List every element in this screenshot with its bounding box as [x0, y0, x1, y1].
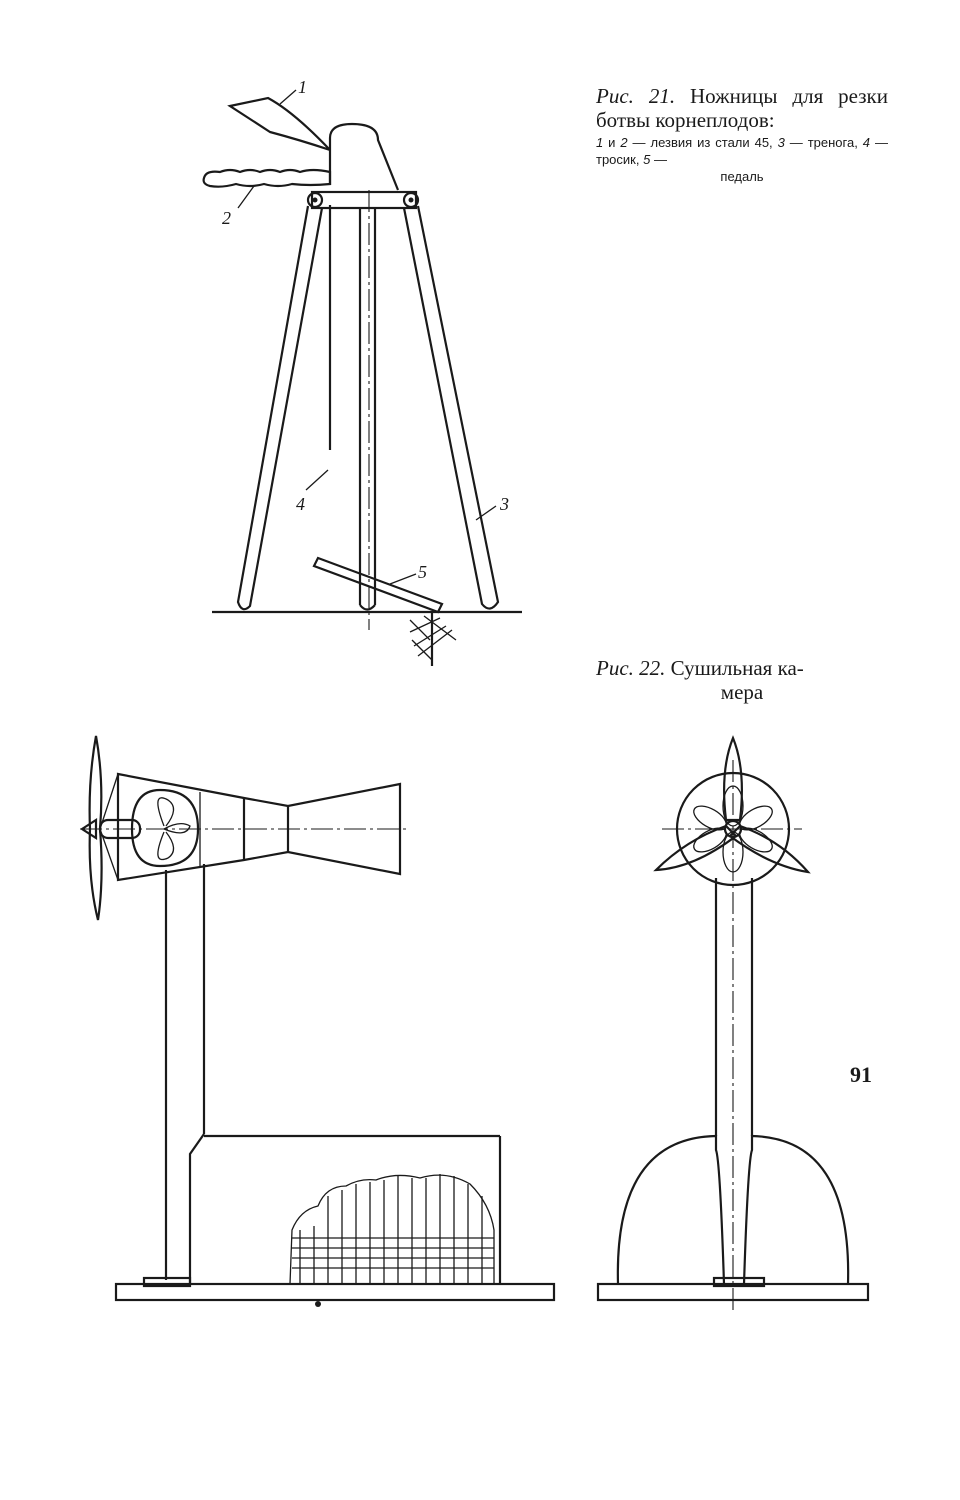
legend-num-1: 1 — [596, 135, 604, 150]
figure-22-title-cont: мера — [720, 680, 764, 704]
figure-21-prefix: Рис. 21. — [596, 84, 676, 108]
figure-22-caption: Рис. 22. Сушильная ка- мера — [596, 656, 888, 704]
ground-hatch — [409, 615, 457, 661]
figure-21-title: Ножницы для резки ботвы корнеплодов: — [596, 84, 888, 132]
legend-and: и — [608, 135, 616, 150]
blade-1 — [227, 96, 331, 152]
front-hub — [723, 819, 743, 839]
cutaway-outline — [289, 1174, 495, 1285]
dome-left — [616, 1134, 726, 1285]
column-step — [188, 1133, 205, 1284]
legend-num-5: 5 — [643, 152, 651, 167]
label-3: 3 — [499, 494, 509, 514]
legend-dash: — — [653, 152, 667, 167]
legend-num-2: 2 — [620, 135, 628, 150]
figure-22-side-view — [79, 735, 556, 1307]
legend-tripod: — тренога, — [789, 135, 858, 150]
figure-22-title: Сушильная ка- — [670, 656, 804, 680]
figure-22-front-view — [596, 735, 870, 1310]
tripod-right-leg — [402, 205, 500, 610]
tripod-left-leg — [236, 205, 324, 611]
post-foot — [359, 604, 376, 611]
legend-num-4: 4 — [862, 135, 871, 150]
label-1: 1 — [298, 77, 307, 97]
label-4: 4 — [296, 494, 305, 514]
crossbar — [310, 190, 418, 210]
funnel-body — [116, 772, 402, 882]
right-pivot — [402, 191, 420, 209]
legend-cable: — тросик, — [596, 135, 888, 167]
page-number: 91 — [850, 1062, 872, 1087]
front-blade-right — [728, 824, 811, 874]
blade-2 — [202, 168, 332, 188]
label-2: 2 — [222, 208, 231, 228]
front-foot — [712, 1276, 766, 1288]
figure-21-caption: Рис. 21. Ножницы для резки ботвы корнепл… — [596, 84, 888, 185]
figure-21-drawing: 1 2 3 4 5 — [202, 77, 522, 666]
inner-rotor — [130, 788, 200, 868]
front-blade-left — [653, 824, 738, 872]
legend-pedal: педаль — [720, 169, 764, 184]
dome-right — [742, 1134, 850, 1285]
legend-blades: — лезвия из стали 45, — [632, 135, 773, 150]
pedal — [312, 556, 444, 614]
legend-num-3: 3 — [777, 135, 785, 150]
head-cap — [328, 122, 400, 191]
figure-22-prefix: Рис. 22. — [596, 656, 666, 680]
label-5: 5 — [418, 562, 427, 582]
rack-grid — [292, 1174, 494, 1284]
propeller-blade-side — [88, 735, 103, 921]
base-plate-side — [114, 1282, 556, 1302]
left-pivot — [306, 191, 324, 209]
